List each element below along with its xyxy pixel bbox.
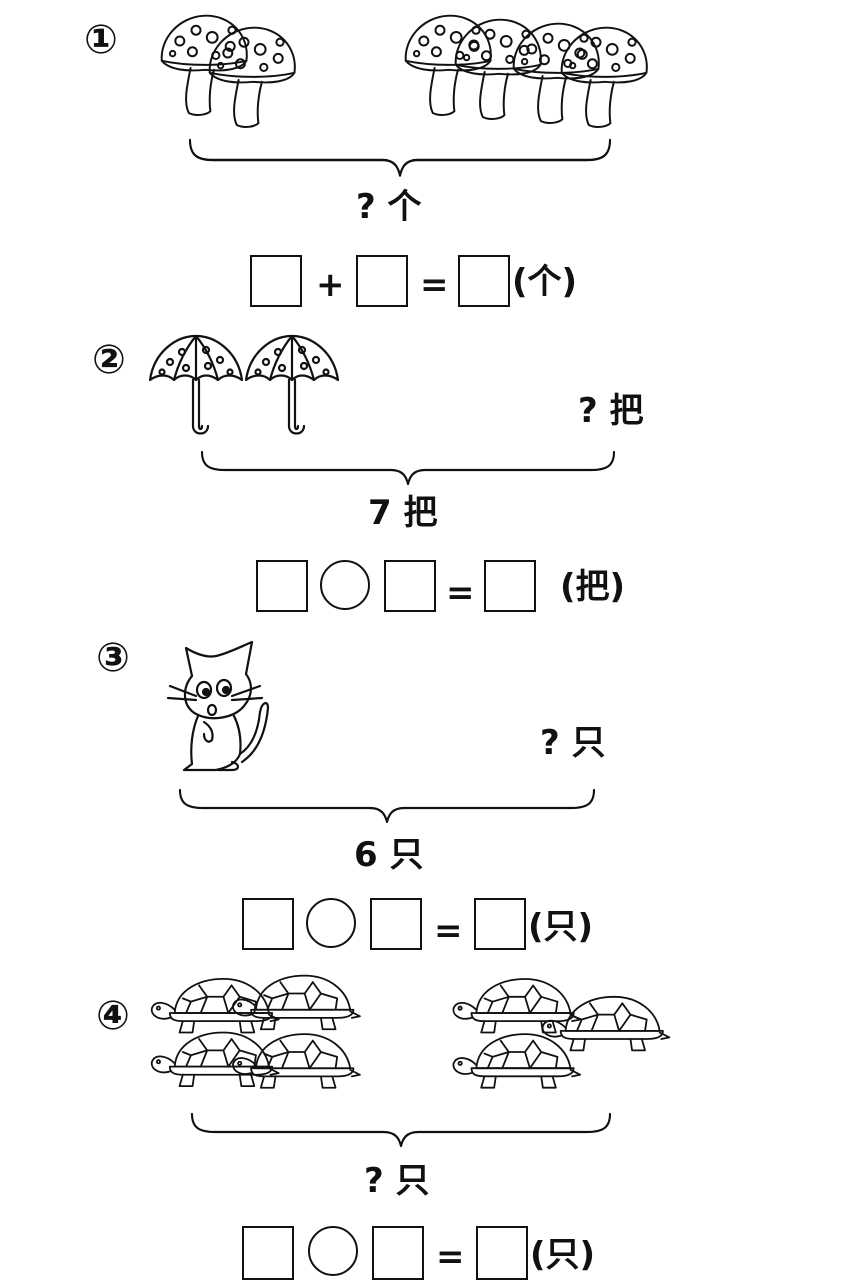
problem-2-number: ② — [92, 337, 126, 383]
equals-sign: = — [434, 911, 463, 951]
brace-icon — [190, 1112, 612, 1148]
problem-3-question: ? 只 — [540, 723, 606, 763]
answer-box[interactable] — [484, 560, 536, 612]
answer-box[interactable] — [356, 255, 408, 307]
answer-box[interactable] — [242, 898, 294, 950]
umbrella-icon — [244, 334, 340, 435]
problem-3-total: 6 只 — [354, 835, 424, 875]
plus-sign: + — [316, 265, 345, 305]
brace-icon — [200, 450, 616, 486]
answer-box[interactable] — [384, 560, 436, 612]
brace-icon — [188, 138, 612, 177]
problem-2-total: 7 把 — [368, 493, 438, 533]
problem-4-number: ④ — [96, 993, 130, 1039]
answer-box[interactable] — [242, 1226, 294, 1280]
equals-sign: = — [436, 1237, 465, 1277]
answer-box[interactable] — [250, 255, 302, 307]
problem-4-question: ? 只 — [364, 1161, 430, 1201]
unit-label: (个) — [512, 262, 578, 302]
mushroom-icon — [160, 14, 296, 128]
unit-label: (把) — [560, 567, 626, 607]
problem-3-number: ③ — [96, 635, 130, 681]
operator-circle[interactable] — [308, 1226, 358, 1276]
mushroom-icon — [404, 14, 648, 128]
turtle-icon — [452, 978, 671, 1089]
umbrella-icon — [148, 334, 244, 435]
unit-label: (只) — [530, 1235, 596, 1275]
answer-box[interactable] — [474, 898, 526, 950]
operator-circle[interactable] — [320, 560, 370, 610]
equals-sign: = — [446, 573, 475, 613]
problem-2-question: ? 把 — [578, 391, 644, 431]
problem-1-question: ? 个 — [356, 187, 422, 227]
answer-box[interactable] — [370, 898, 422, 950]
turtle-icon — [150, 974, 361, 1089]
equals-sign: = — [420, 265, 449, 305]
problem-1-number: ① — [84, 17, 118, 63]
answer-box[interactable] — [476, 1226, 528, 1280]
answer-box[interactable] — [458, 255, 510, 307]
answer-box[interactable] — [256, 560, 308, 612]
cat-icon — [166, 640, 270, 772]
answer-box[interactable] — [372, 1226, 424, 1280]
unit-label: (只) — [528, 907, 594, 947]
operator-circle[interactable] — [306, 898, 356, 948]
brace-icon — [178, 788, 596, 824]
